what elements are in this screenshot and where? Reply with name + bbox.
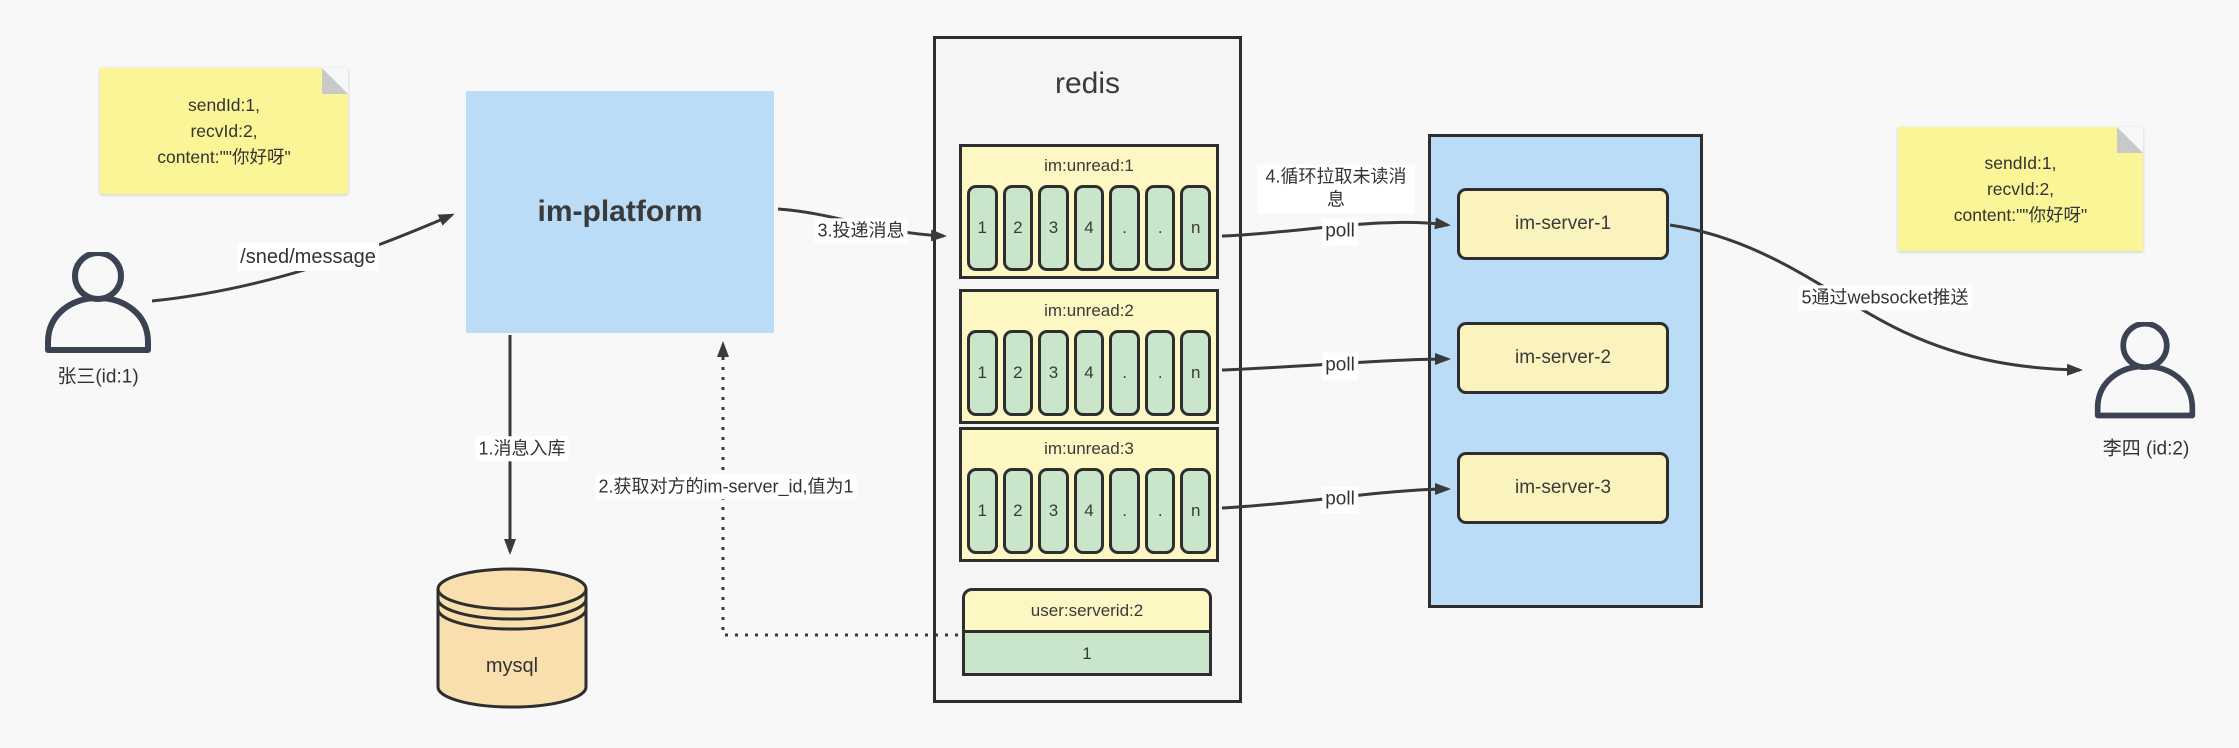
queue-cell[interactable]: n bbox=[1180, 330, 1212, 416]
im-server-3-label: im-server-3 bbox=[1514, 477, 1612, 498]
queue-cell[interactable]: 2 bbox=[1002, 330, 1034, 416]
note-fold-icon bbox=[322, 68, 348, 94]
queue-cell[interactable]: 1 bbox=[967, 185, 998, 271]
queue-cell[interactable]: n bbox=[1180, 185, 1212, 271]
queue-cell[interactable]: . bbox=[1109, 185, 1140, 271]
edge-label-poll-1: poll bbox=[1322, 218, 1358, 246]
im-server-1-label: im-server-1 bbox=[1514, 213, 1612, 234]
note-fold-icon bbox=[2117, 127, 2143, 153]
queue-cell[interactable]: . bbox=[1144, 468, 1176, 554]
user-serverid-mapping[interactable]: user:serverid:2 1 bbox=[962, 588, 1212, 676]
sticky-note-message-left[interactable]: sendId:1, recvId:2, content:""你好呀" bbox=[100, 68, 348, 194]
queue-cell[interactable]: 4 bbox=[1073, 468, 1105, 554]
queue-cell[interactable]: 2 bbox=[1002, 185, 1034, 271]
mysql-label: mysql bbox=[485, 655, 539, 677]
sticky-note-message-right[interactable]: sendId:1, recvId:2, content:""你好呀" bbox=[1898, 127, 2143, 251]
queue-label: im:unread:2 bbox=[1044, 301, 1134, 320]
edge-label-deliver: 3.投递消息 bbox=[814, 218, 908, 244]
note-line: recvId:2, bbox=[1986, 178, 2055, 199]
edge-label-store: 1.消息入库 bbox=[475, 436, 569, 462]
receiver-person-icon[interactable] bbox=[2092, 322, 2198, 420]
queue-cells: 1 2 3 4 . . n bbox=[962, 330, 1216, 416]
note-line: sendId:1, bbox=[1984, 152, 2057, 173]
queue-cells: 1 2 3 4 . . n bbox=[962, 468, 1216, 554]
queue-cell[interactable]: 4 bbox=[1073, 330, 1105, 416]
note-line: recvId:2, bbox=[190, 120, 258, 141]
mapping-value: 1 bbox=[962, 630, 1212, 676]
sender-person-icon[interactable] bbox=[42, 252, 154, 354]
redis-title: redis bbox=[1054, 67, 1121, 100]
im-platform-label: im-platform bbox=[537, 195, 703, 228]
im-platform-node[interactable]: im-platform bbox=[466, 91, 774, 333]
queue-cells: 1 2 3 4 . . n bbox=[962, 185, 1216, 271]
queue-label: im:unread:3 bbox=[1044, 439, 1134, 458]
queue-cell[interactable]: 3 bbox=[1038, 330, 1069, 416]
im-server-2-label: im-server-2 bbox=[1514, 347, 1612, 368]
queue-label: im:unread:1 bbox=[1044, 156, 1134, 175]
edge-label-send: /sned/message bbox=[237, 243, 379, 271]
queue-cell[interactable]: . bbox=[1109, 330, 1140, 416]
im-server-1-node[interactable]: im-server-1 bbox=[1457, 188, 1669, 260]
queue-cell[interactable]: . bbox=[1144, 185, 1176, 271]
queue-cell[interactable]: . bbox=[1144, 330, 1176, 416]
im-server-2-node[interactable]: im-server-2 bbox=[1457, 322, 1669, 394]
queue-cell[interactable]: 4 bbox=[1073, 185, 1105, 271]
im-server-3-node[interactable]: im-server-3 bbox=[1457, 452, 1669, 524]
note-line: sendId:1, bbox=[188, 94, 260, 115]
queue-im-unread-2[interactable]: im:unread:2 1 2 3 4 . . n bbox=[959, 289, 1219, 424]
note-line: content:""你好呀" bbox=[157, 147, 291, 168]
queue-cell[interactable]: . bbox=[1109, 468, 1140, 554]
queue-cell[interactable]: n bbox=[1180, 468, 1212, 554]
queue-im-unread-3[interactable]: im:unread:3 1 2 3 4 . . n bbox=[959, 427, 1219, 562]
queue-cell[interactable]: 1 bbox=[967, 330, 998, 416]
queue-im-unread-1[interactable]: im:unread:1 1 2 3 4 . . n bbox=[959, 144, 1219, 279]
note-line: content:""你好呀" bbox=[1953, 205, 2088, 226]
queue-cell[interactable]: 3 bbox=[1038, 468, 1069, 554]
edge-label-poll-2: poll bbox=[1322, 352, 1358, 380]
edge-label-lookup: 2.获取对方的im-server_id,值为1 bbox=[595, 474, 857, 500]
mysql-database-cylinder[interactable] bbox=[435, 564, 589, 712]
edge-label-pull: 4.循环拉取未读消息 bbox=[1257, 164, 1415, 214]
queue-cell[interactable]: 2 bbox=[1002, 468, 1034, 554]
queue-cell[interactable]: 1 bbox=[967, 468, 998, 554]
receiver-name-label: 李四 (id:2) bbox=[2102, 438, 2190, 460]
mapping-key: user:serverid:2 bbox=[962, 588, 1212, 633]
edge-label-poll-3: poll bbox=[1322, 486, 1358, 514]
sender-name-label: 张三(id:1) bbox=[57, 366, 139, 388]
queue-cell[interactable]: 3 bbox=[1038, 185, 1069, 271]
edge-label-push: 5通过websocket推送 bbox=[1798, 285, 1972, 311]
